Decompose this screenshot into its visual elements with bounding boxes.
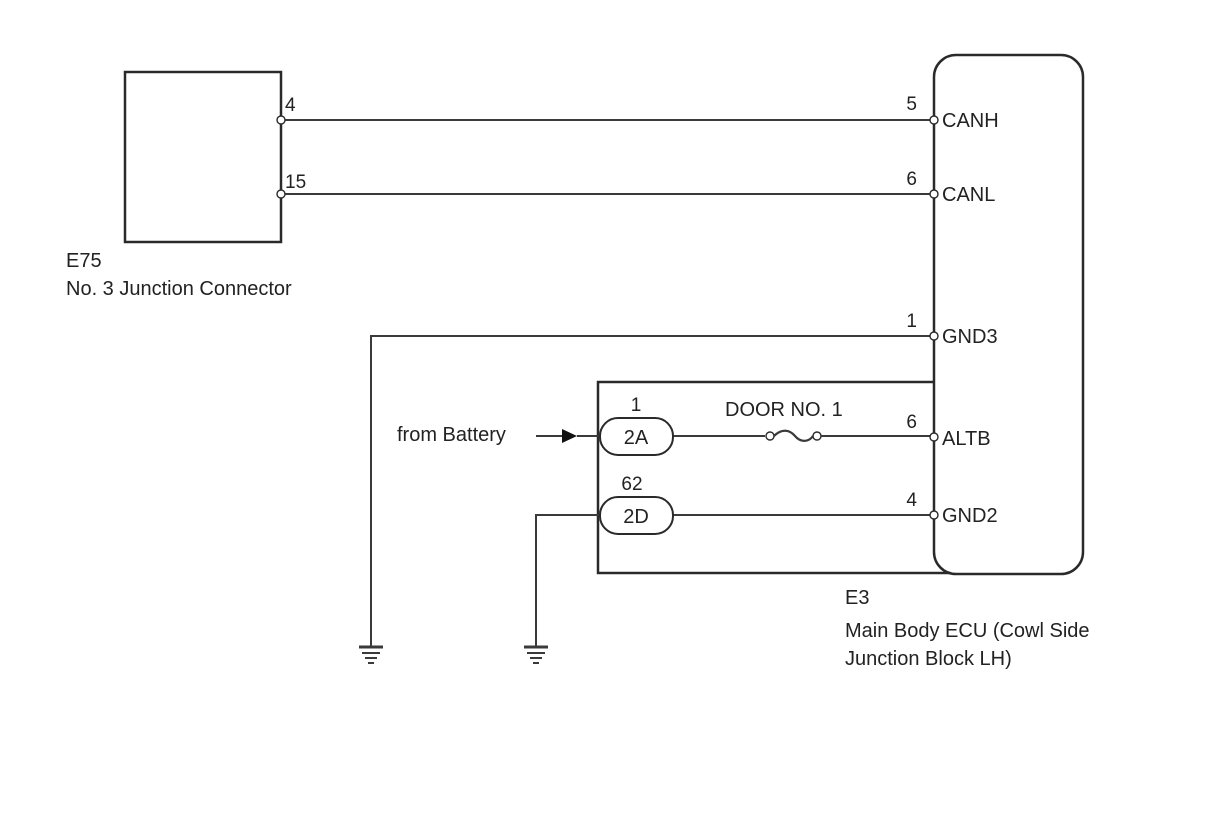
ecu-pin-altb-number: 6 — [906, 412, 917, 433]
ecu-pin-gnd2-name: GND2 — [942, 505, 998, 527]
ecu-box — [932, 53, 1085, 576]
e75-pin-15-number: 15 — [285, 172, 306, 193]
ground-icon — [359, 645, 383, 664]
ecu-pin-canh-number: 5 — [906, 94, 917, 115]
ecu-pin-altb-terminal — [929, 432, 939, 442]
gnd3-wire — [370, 335, 934, 646]
e75-pin-4-terminal — [276, 115, 286, 125]
ecu-name-line1: Main Body ECU (Cowl Side — [845, 620, 1090, 642]
battery-arrow-icon — [562, 429, 577, 443]
ecu-name-line2: Junction Block LH) — [845, 648, 1012, 670]
ecu-code: E3 — [845, 587, 869, 609]
connector-2a-label: 2A — [624, 427, 649, 449]
ecu-pin-canl-terminal — [929, 189, 939, 199]
ecu-pin-gnd2-number: 4 — [906, 490, 917, 511]
ecu-pin-gnd2-terminal — [929, 510, 939, 520]
ecu-pin-canl-number: 6 — [906, 169, 917, 190]
e75-pin-15-terminal — [276, 189, 286, 199]
ecu-pin-altb-name: ALTB — [942, 428, 991, 450]
ecu-pin-gnd3-number: 1 — [906, 311, 917, 332]
fuse-label: DOOR NO. 1 — [725, 399, 843, 421]
2d-ground-wire — [535, 514, 600, 646]
connector-2d — [599, 496, 674, 535]
ecu-pin-canh-terminal — [929, 115, 939, 125]
ecu-pin-gnd3-name: GND3 — [942, 326, 998, 348]
connector-2d-pin: 62 — [621, 474, 642, 495]
e75-pin-4-number: 4 — [285, 95, 296, 116]
e75-code: E75 — [66, 250, 102, 272]
fuse-icon — [765, 429, 822, 442]
battery-label: from Battery — [397, 424, 506, 446]
junction-block-box — [596, 380, 950, 575]
connector-2a — [599, 417, 674, 456]
e75-name: No. 3 Junction Connector — [66, 278, 292, 300]
connector-2a-pin: 1 — [631, 395, 642, 416]
ecu-pin-gnd3-terminal — [929, 331, 939, 341]
connector-2d-label: 2D — [623, 506, 649, 528]
ecu-pin-canh-name: CANH — [942, 110, 999, 132]
ecu-pin-canl-name: CANL — [942, 184, 995, 206]
junction-connector-box — [123, 70, 283, 244]
ground-icon — [524, 645, 548, 664]
